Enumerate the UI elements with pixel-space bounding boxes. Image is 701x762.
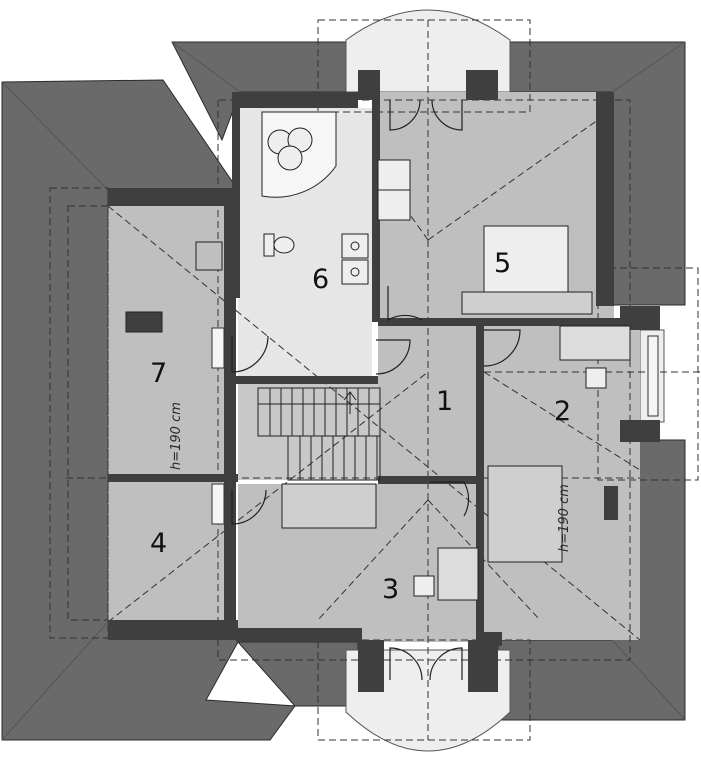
toilet-tank: [263, 233, 275, 257]
bed-room-5: [483, 225, 569, 305]
windows: [211, 327, 659, 525]
room-number-2: 2: [554, 396, 571, 427]
room-number-7: 7: [150, 358, 167, 389]
washbasin-2: [341, 259, 369, 285]
armchair-1: [377, 159, 411, 195]
desk-room-3: [437, 547, 479, 601]
stairs: [257, 387, 381, 481]
height-label-room-7: h=190 cm: [169, 402, 184, 470]
room-number-6: 6: [312, 264, 329, 295]
furniture: [125, 111, 631, 601]
door-bay-top-right: [431, 99, 463, 131]
bed-room-3: [281, 483, 377, 529]
roof-hips: [1, 41, 686, 741]
roof-bottom-left: [236, 641, 359, 707]
doors: [231, 99, 521, 681]
chair-room-2: [585, 367, 607, 389]
door-bay-bottom-right: [429, 647, 463, 681]
floor-room-1: [378, 322, 480, 482]
room-number-5: 5: [494, 248, 511, 279]
height-labels: h=190 cm h=190 cm: [169, 402, 572, 552]
door-room-2: [483, 329, 521, 367]
door-room-4: [231, 489, 267, 525]
room-number-3: 3: [382, 574, 399, 605]
room-number-4: 4: [150, 528, 167, 559]
height-label-room-2: h=190 cm: [557, 484, 572, 552]
chimney: [125, 311, 163, 333]
door-bay-top-left: [389, 99, 421, 131]
room-number-1: 1: [436, 386, 453, 417]
armchair-2: [377, 189, 411, 221]
walls: [108, 70, 660, 692]
toilet-bowl: [273, 236, 295, 254]
floor-room-4: [108, 482, 224, 622]
door-room-5: [387, 286, 423, 322]
door-room-6: [375, 339, 411, 375]
door-room-3: [430, 481, 470, 517]
bed-room-2: [487, 465, 563, 563]
bench-room-5: [461, 291, 593, 315]
washbasin-1: [341, 233, 369, 259]
chair-room-3: [413, 575, 435, 597]
appliance-room-7: [195, 241, 223, 271]
desk-room-2: [559, 325, 631, 361]
door-room-7: [231, 335, 269, 373]
door-bay-bottom-left: [389, 647, 423, 681]
room-numbers: 1 2 3 4 5 6 7: [150, 248, 571, 605]
